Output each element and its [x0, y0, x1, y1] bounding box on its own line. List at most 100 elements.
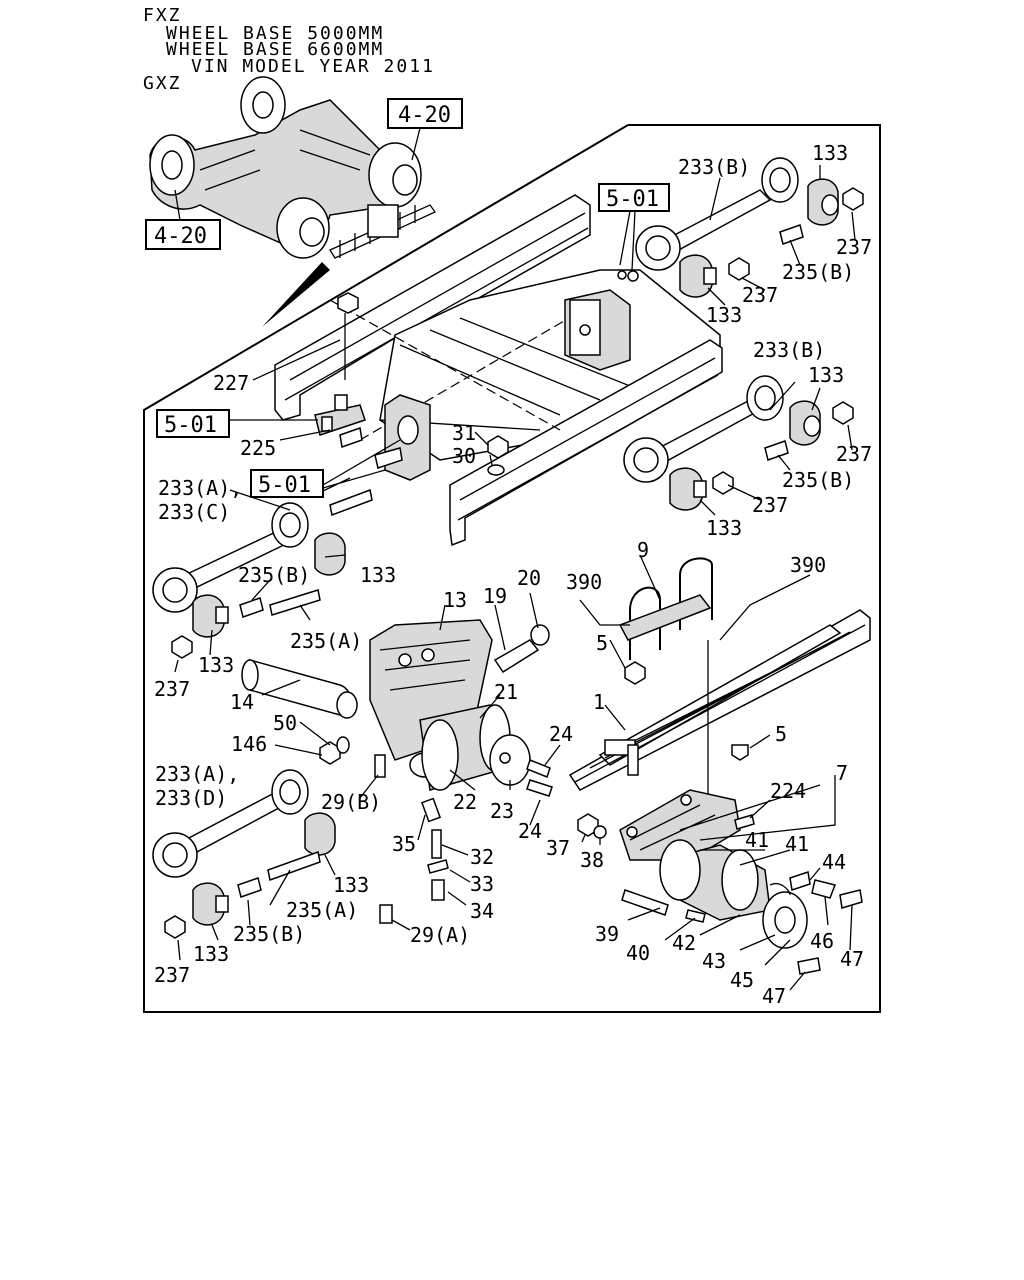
callout-label: 9 — [637, 538, 649, 562]
bracket-icon — [564, 289, 631, 371]
callout-label: 13 — [443, 588, 467, 612]
callout-label: 41 — [745, 828, 769, 852]
bolt-icon — [431, 879, 445, 901]
spring-seat-icon — [619, 789, 741, 861]
callout-label: 133 — [193, 942, 229, 966]
callout-label: 1 — [593, 690, 605, 714]
callout-label: 233(A), — [155, 762, 239, 786]
ref-label: 5-01 — [258, 473, 311, 498]
nut-icon — [319, 741, 341, 765]
diagram-border — [143, 124, 881, 1013]
callout-label: 237 — [742, 283, 778, 307]
callout-label: 233(B) — [678, 155, 750, 179]
callout-label: 31 — [452, 421, 476, 445]
u-bolt-icon — [618, 557, 713, 660]
callout-label: 235(A) — [290, 629, 362, 653]
bolt-icon — [797, 957, 821, 975]
bolt-icon — [764, 440, 789, 461]
axle-assembly-icon — [149, 76, 436, 259]
torque-rod-icon — [623, 375, 784, 483]
bolt-icon — [329, 488, 373, 517]
nut-icon — [337, 292, 359, 314]
callout-label: 50 — [273, 711, 297, 735]
callout-label: 5 — [596, 631, 608, 655]
callout-label: 29(A) — [410, 923, 470, 947]
callout-label: 47 — [762, 984, 786, 1008]
header-model-gxz: GXZ — [143, 73, 182, 94]
frame-rail-icon — [274, 194, 723, 547]
callout-label: 32 — [470, 845, 494, 869]
torque-rod-icon — [635, 157, 799, 271]
callout-label: 44 — [822, 850, 846, 874]
arrow-pointer — [262, 262, 330, 327]
callout-label: 34 — [470, 899, 494, 923]
callout-label: 235(B) — [782, 468, 854, 492]
callout-label: 237 — [154, 677, 190, 701]
callout-label: 29(B) — [321, 790, 381, 814]
washer-icon — [593, 825, 607, 839]
callout-label: 39 — [595, 922, 619, 946]
bolt-icon — [379, 904, 393, 924]
callout-label: 146 — [231, 732, 267, 756]
torque-rod-icon — [152, 769, 309, 878]
callout-label: 41 — [785, 832, 809, 856]
callout-label: 35 — [392, 832, 416, 856]
callout-label: 14 — [230, 690, 254, 714]
ref-5-01-top[interactable]: 5-01 — [598, 183, 670, 212]
callout-label: 133 — [808, 363, 844, 387]
callout-label: 133 — [360, 563, 396, 587]
callout-label: 237 — [836, 442, 872, 466]
bushing-icon — [192, 532, 346, 638]
ref-label: 5-01 — [606, 187, 659, 212]
callout-label: 33 — [470, 872, 494, 896]
pin-icon — [526, 759, 553, 797]
header-model-fxz: FXZ — [143, 5, 182, 26]
leaf-spring-icon — [568, 609, 871, 791]
callout-label: 46 — [810, 929, 834, 953]
bracket-icon — [314, 394, 366, 436]
header-vin-year: VIN MODEL YEAR 2011 — [191, 56, 435, 77]
callout-label: 40 — [626, 941, 650, 965]
lock-plate-icon — [811, 879, 837, 899]
callout-label: 42 — [672, 931, 696, 955]
callout-label: 22 — [453, 790, 477, 814]
callout-label: 19 — [483, 584, 507, 608]
bolt-icon — [621, 889, 669, 916]
ref-4-20-left[interactable]: 4-20 — [145, 219, 221, 250]
nut-icon — [487, 435, 509, 459]
callout-label: 43 — [702, 949, 726, 973]
ref-label: 4-20 — [154, 224, 207, 249]
callout-label: 24 — [549, 722, 573, 746]
torque-rod-icon — [152, 502, 309, 613]
callout-label: 233(D) — [155, 786, 227, 810]
callout-label: 47 — [840, 947, 864, 971]
callout-label: 237 — [154, 963, 190, 987]
washer-icon — [427, 859, 449, 874]
callout-label: 235(A) — [286, 898, 358, 922]
callout-labels: 233(B) 133 237 235(B) 237 133 227 225 31… — [154, 141, 872, 1008]
washer-icon — [617, 270, 627, 280]
pin-icon — [241, 624, 550, 719]
callout-label: 390 — [566, 570, 602, 594]
callout-label: 390 — [790, 553, 826, 577]
nut-icon — [842, 187, 864, 211]
ref-5-01-mid[interactable]: 5-01 — [250, 469, 324, 498]
bolt-icon — [789, 871, 811, 891]
ref-4-20-top[interactable]: 4-20 — [387, 98, 463, 129]
diagram-header: FXZ WHEEL BASE 5000MM WHEEL BASE 6600MM … — [143, 5, 435, 94]
leader-lines — [174, 165, 856, 991]
bolt-icon — [839, 889, 863, 909]
pin-icon — [734, 814, 755, 830]
callout-label: 233(B) — [753, 338, 825, 362]
bolt-icon — [685, 909, 706, 923]
ref-5-01-left[interactable]: 5-01 — [156, 409, 230, 438]
callout-label: 30 — [452, 444, 476, 468]
bolt-icon — [269, 589, 321, 616]
bracket-icon — [339, 394, 431, 481]
bolt-icon — [237, 877, 262, 898]
nut-icon — [728, 257, 750, 281]
callout-label: 225 — [240, 436, 276, 460]
bolt-icon — [731, 744, 749, 761]
callout-label: 227 — [213, 371, 249, 395]
